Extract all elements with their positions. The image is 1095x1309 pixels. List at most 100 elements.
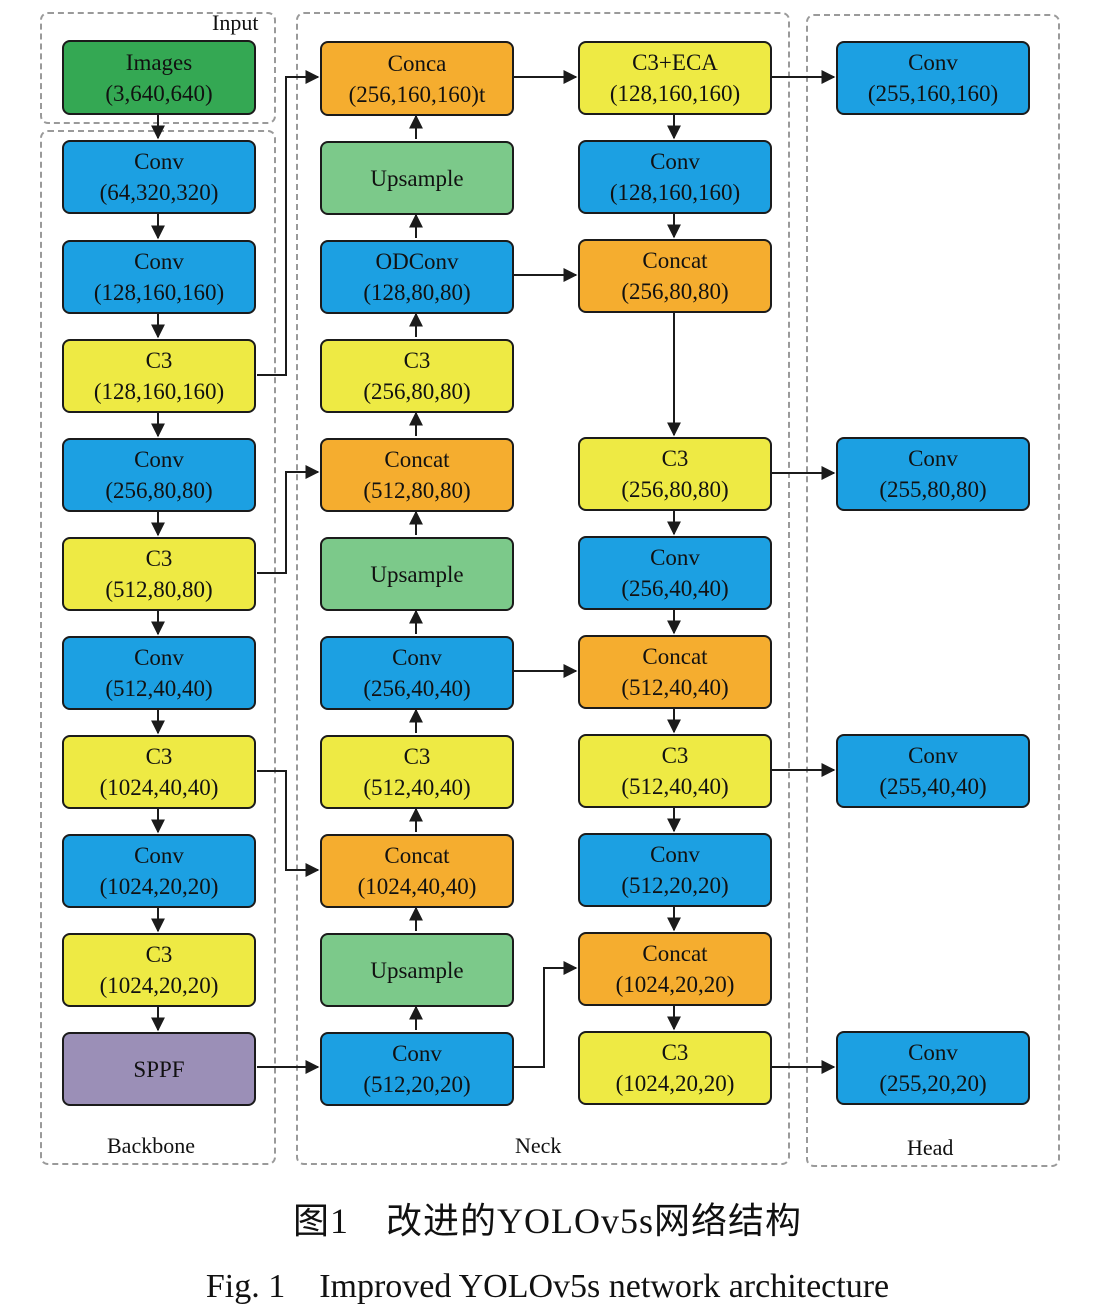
node-shape: (512,80,80): [105, 577, 213, 602]
node-pan-c3-3: C3 (1024,20,20): [578, 1031, 772, 1105]
node-shape: (64,320,320): [99, 180, 219, 205]
node-name: Conv: [908, 446, 958, 471]
node-head-conv-4: Conv (255,20,20): [836, 1031, 1030, 1105]
node-shape: (128,80,80): [363, 280, 471, 305]
node-pan-concat-3: Concat (1024,20,20): [578, 932, 772, 1006]
node-name: Conv: [134, 447, 184, 472]
node-neck-conv-1: Conv (256,40,40): [320, 636, 514, 710]
node-shape: (512,40,40): [621, 675, 729, 700]
node-name: Upsample: [370, 165, 464, 191]
node-backbone-c3-4: C3 (1024,20,20): [62, 933, 256, 1007]
node-pan-c3-2: C3 (512,40,40): [578, 734, 772, 808]
node-head-conv-3: Conv (255,40,40): [836, 734, 1030, 808]
node-shape: (256,80,80): [363, 379, 471, 404]
node-shape: (512,20,20): [363, 1072, 471, 1097]
node-name: Conv: [908, 1040, 958, 1065]
node-images: Images (3,640,640): [62, 40, 256, 115]
node-pan-conv-3: Conv (512,20,20): [578, 833, 772, 907]
node-images-name: Images: [125, 49, 193, 75]
node-name: ODConv: [375, 249, 459, 274]
node-head-conv-2: Conv (255,80,80): [836, 437, 1030, 511]
node-name: Upsample: [370, 561, 464, 587]
node-name: C3: [403, 744, 431, 769]
node-shape: (1024,20,20): [99, 874, 219, 899]
node-name: C3: [145, 942, 173, 967]
node-shape: (256,40,40): [621, 576, 729, 601]
node-neck-concat-1: Conca (256,160,160)t: [320, 41, 514, 116]
head-region-label: Head: [907, 1135, 954, 1160]
node-shape: (1024,20,20): [99, 973, 219, 998]
node-backbone-conv-4: Conv (512,40,40): [62, 636, 256, 710]
node-shape: (1024,20,20): [615, 1071, 735, 1096]
node-shape: (128,160,160): [93, 379, 225, 404]
node-shape: (256,80,80): [105, 478, 213, 503]
node-name: Concat: [642, 248, 708, 273]
node-pan-c3-1: C3 (256,80,80): [578, 437, 772, 511]
node-backbone-conv-2: Conv (128,160,160): [62, 240, 256, 314]
node-pan-conv-2: Conv (256,40,40): [578, 536, 772, 610]
node-shape: (128,160,160): [609, 180, 741, 205]
node-pan-conv-1: Conv (128,160,160): [578, 140, 772, 214]
node-shape: (512,40,40): [363, 775, 471, 800]
node-shape: (512,40,40): [621, 774, 729, 799]
node-shape: (512,20,20): [621, 873, 729, 898]
node-name: Conv: [650, 842, 700, 867]
node-name: C3: [403, 348, 431, 373]
node-name: C3: [145, 546, 173, 571]
node-shape: (255,160,160): [867, 81, 999, 106]
node-name: Conca: [387, 50, 447, 76]
node-backbone-c3-1: C3 (128,160,160): [62, 339, 256, 413]
node-name: Concat: [384, 447, 450, 472]
node-name: Conv: [650, 545, 700, 570]
node-shape: (128,160,160): [93, 280, 225, 305]
node-name: Conv: [134, 149, 184, 174]
node-name: Upsample: [370, 957, 464, 983]
node-shape: (1024,40,40): [357, 874, 477, 899]
node-shape: (128,160,160): [609, 81, 741, 106]
node-neck-concat-3: Concat (1024,40,40): [320, 834, 514, 908]
figure-caption-chinese: 图1 改进的YOLOv5s网络结构: [293, 1201, 802, 1241]
node-name: Conv: [134, 645, 184, 670]
backbone-region-label: Backbone: [107, 1133, 195, 1158]
node-name: C3: [661, 743, 689, 768]
node-shape: (255,80,80): [879, 477, 987, 502]
node-neck-upsample-1: Upsample: [320, 141, 514, 215]
node-neck-odconv: ODConv (128,80,80): [320, 240, 514, 314]
node-name: C3+ECA: [632, 50, 718, 75]
node-name: Conv: [392, 1041, 442, 1066]
node-shape: (1024,40,40): [99, 775, 219, 800]
node-neck-upsample-3: Upsample: [320, 933, 514, 1007]
node-shape: (255,20,20): [879, 1071, 987, 1096]
node-name: Concat: [384, 843, 450, 868]
node-shape: (256,80,80): [621, 477, 729, 502]
node-shape: (1024,20,20): [615, 972, 735, 997]
node-shape: (255,40,40): [879, 774, 987, 799]
node-name: Conv: [908, 743, 958, 768]
node-name: C3: [661, 1040, 689, 1065]
input-region-label: Input: [212, 10, 259, 35]
head-region: [806, 14, 1060, 1167]
node-neck-upsample-2: Upsample: [320, 537, 514, 611]
node-shape: (512,40,40): [105, 676, 213, 701]
node-name: C3: [145, 348, 173, 373]
node-neck-c3-1: C3 (256,80,80): [320, 339, 514, 413]
node-name: Conv: [134, 249, 184, 274]
node-images-shape: (3,640,640): [105, 80, 213, 106]
node-name: Conv: [650, 149, 700, 174]
node-pan-concat-1: Concat (256,80,80): [578, 239, 772, 313]
node-neck-c3-2: C3 (512,40,40): [320, 735, 514, 809]
node-name: Conv: [908, 50, 958, 75]
node-name: Conv: [134, 843, 184, 868]
node-name: C3: [661, 446, 689, 471]
node-pan-c3-eca: C3+ECA (128,160,160): [578, 41, 772, 115]
node-neck-conv-2: Conv (512,20,20): [320, 1032, 514, 1106]
node-shape: (256,40,40): [363, 676, 471, 701]
node-head-conv-1: Conv (255,160,160): [836, 41, 1030, 115]
node-backbone-c3-2: C3 (512,80,80): [62, 537, 256, 611]
neck-region: [296, 12, 790, 1165]
node-backbone-conv-3: Conv (256,80,80): [62, 438, 256, 512]
node-sppf: SPPF: [62, 1032, 256, 1106]
node-shape: (256,80,80): [621, 279, 729, 304]
neck-region-label: Neck: [515, 1133, 562, 1158]
node-name: C3: [145, 744, 173, 769]
